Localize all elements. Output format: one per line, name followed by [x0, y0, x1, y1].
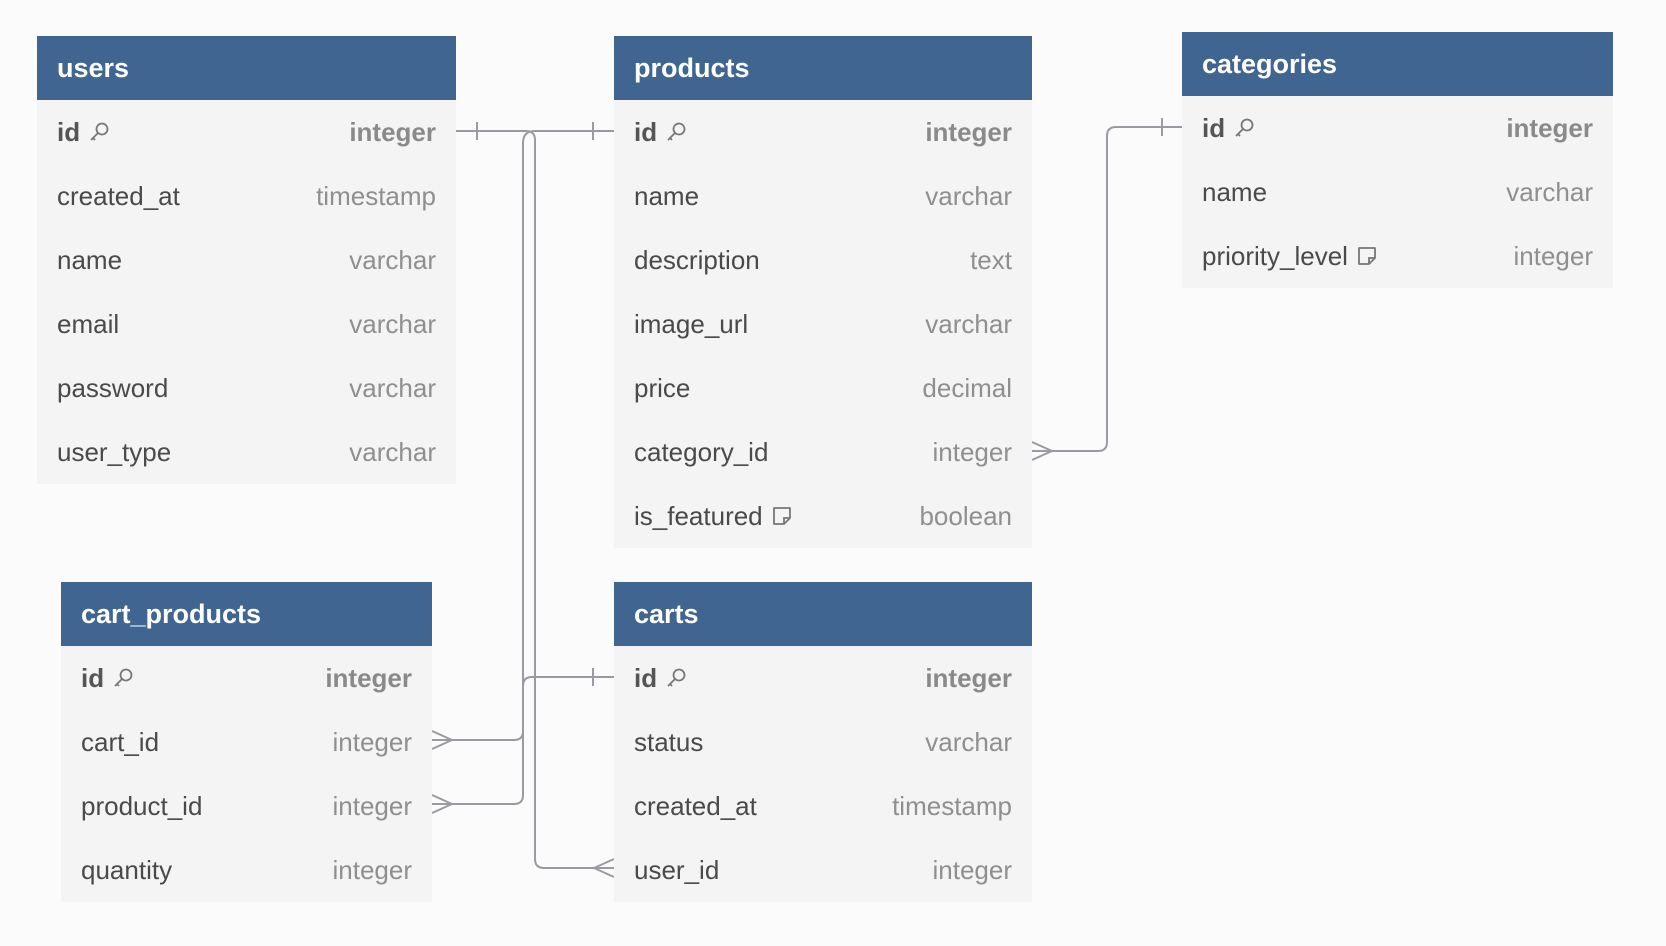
table-users[interactable]: users id integer created_at timestamp nam… [37, 36, 456, 484]
key-icon [1233, 117, 1255, 139]
column-row: name varchar [614, 164, 1032, 228]
column-name: user_type [57, 436, 172, 467]
note-icon[interactable] [1356, 245, 1378, 267]
column-row: quantity integer [61, 838, 432, 902]
edge-products-cart-products [431, 122, 614, 814]
column-name: user_id [634, 854, 720, 885]
table-header: users [37, 36, 456, 100]
column-row: is_featured boolean [614, 484, 1032, 548]
column-name: priority_level [1202, 240, 1348, 271]
note-icon[interactable] [771, 505, 793, 527]
column-row: status varchar [614, 710, 1032, 774]
column-type: text [970, 244, 1012, 275]
column-name: description [634, 244, 760, 275]
table-categories[interactable]: categories id integer name varchar priori… [1182, 32, 1613, 288]
column-name: id [57, 116, 81, 147]
column-name: name [57, 244, 123, 275]
column-name: is_featured [634, 500, 763, 531]
column-name: password [57, 372, 169, 403]
edge-carts-cart-products [431, 668, 614, 750]
column-type: integer [1506, 112, 1593, 143]
key-icon [88, 121, 110, 143]
column-name: price [634, 372, 691, 403]
column-row: password varchar [37, 356, 456, 420]
column-row: name varchar [37, 228, 456, 292]
column-type: timestamp [892, 790, 1012, 821]
column-name: cart_id [81, 726, 160, 757]
key-icon [112, 667, 134, 689]
column-type: varchar [925, 308, 1012, 339]
column-row: name varchar [1182, 160, 1613, 224]
column-type: timestamp [316, 180, 436, 211]
column-row: user_id integer [614, 838, 1032, 902]
column-row: category_id integer [614, 420, 1032, 484]
column-name: status [634, 726, 704, 757]
column-type: integer [332, 854, 413, 885]
column-row: created_at timestamp [614, 774, 1032, 838]
key-icon [665, 121, 687, 143]
column-type: integer [932, 854, 1013, 885]
column-name: created_at [57, 180, 180, 211]
column-type: integer [925, 116, 1012, 147]
column-type: varchar [1506, 176, 1593, 207]
column-name: created_at [634, 790, 757, 821]
edge-users-carts [456, 122, 615, 878]
column-row: cart_id integer [61, 710, 432, 774]
column-name: id [1202, 112, 1226, 143]
column-row: id integer [37, 100, 456, 164]
key-icon [665, 667, 687, 689]
table-carts[interactable]: carts id integer status varchar created_a… [614, 582, 1032, 902]
column-row: created_at timestamp [37, 164, 456, 228]
column-type: varchar [349, 436, 436, 467]
column-type: integer [925, 662, 1012, 693]
table-header: products [614, 36, 1032, 100]
column-row: id integer [614, 100, 1032, 164]
column-name: name [634, 180, 700, 211]
table-header: carts [614, 582, 1032, 646]
column-type: varchar [349, 308, 436, 339]
column-name: name [1202, 176, 1268, 207]
column-name: product_id [81, 790, 203, 821]
column-type: integer [932, 436, 1013, 467]
column-row: image_url varchar [614, 292, 1032, 356]
column-name: quantity [81, 854, 173, 885]
column-type: boolean [919, 500, 1012, 531]
column-type: integer [1513, 240, 1594, 271]
column-row: id integer [1182, 96, 1613, 160]
column-row: id integer [614, 646, 1032, 710]
column-name: category_id [634, 436, 769, 467]
column-type: varchar [349, 244, 436, 275]
column-name: id [634, 116, 658, 147]
table-products[interactable]: products id integer name varchar descript… [614, 36, 1032, 548]
column-row: description text [614, 228, 1032, 292]
column-name: id [634, 662, 658, 693]
column-row: user_type varchar [37, 420, 456, 484]
column-type: integer [325, 662, 412, 693]
column-name: email [57, 308, 120, 339]
column-type: integer [332, 726, 413, 757]
table-header: categories [1182, 32, 1613, 96]
table-header: cart_products [61, 582, 432, 646]
edge-categories-products [1031, 118, 1182, 461]
column-type: integer [349, 116, 436, 147]
column-type: varchar [925, 180, 1012, 211]
column-row: price decimal [614, 356, 1032, 420]
column-row: id integer [61, 646, 432, 710]
column-type: integer [332, 790, 413, 821]
column-row: product_id integer [61, 774, 432, 838]
column-type: varchar [349, 372, 436, 403]
column-row: email varchar [37, 292, 456, 356]
column-name: image_url [634, 308, 749, 339]
column-row: priority_level integer [1182, 224, 1613, 288]
column-type: varchar [925, 726, 1012, 757]
column-type: decimal [922, 372, 1012, 403]
column-name: id [81, 662, 105, 693]
